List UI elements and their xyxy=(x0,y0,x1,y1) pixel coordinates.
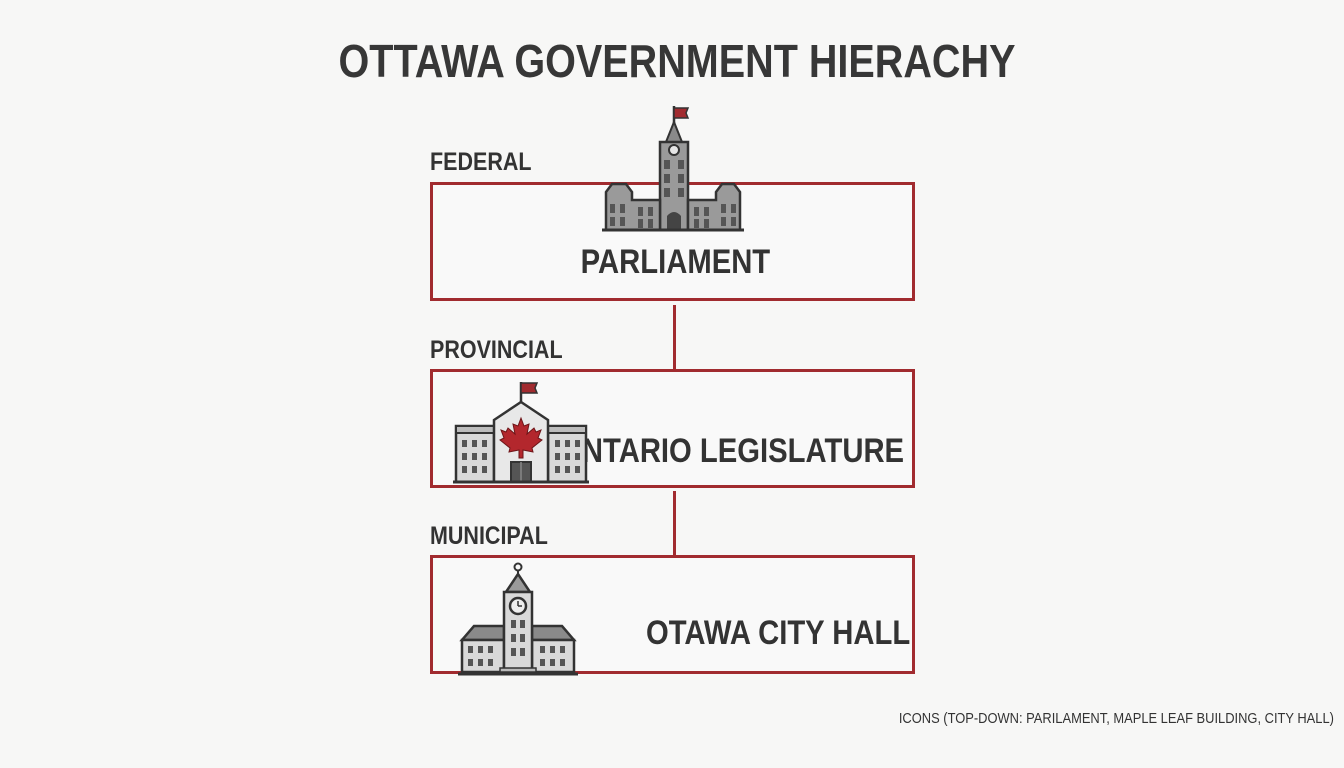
connector-provincial-municipal xyxy=(673,491,676,556)
level-label-municipal: MUNICIPAL xyxy=(430,522,548,550)
level-name-otawa-city-hall: OTAWA CITY HALL xyxy=(646,614,911,652)
maple-leaf-building-icon xyxy=(453,382,589,484)
connector-federal-provincial xyxy=(673,305,676,370)
level-name-ontario-legislature: ONTARIO LEGISLATURE xyxy=(559,432,904,470)
page-title: OTTAWA GOVERNMENT HIERACHY xyxy=(338,35,1016,87)
parliament-building-icon xyxy=(602,106,744,232)
icons-footnote: ICONS (TOP-DOWN: PARILAMENT, MAPLE LEAF … xyxy=(898,710,1334,727)
level-label-federal: FEDERAL xyxy=(430,148,532,176)
city-hall-icon xyxy=(458,562,578,676)
level-name-parliament: PARLIAMENT xyxy=(580,243,771,281)
level-label-provincial: PROVINCIAL xyxy=(430,336,563,364)
